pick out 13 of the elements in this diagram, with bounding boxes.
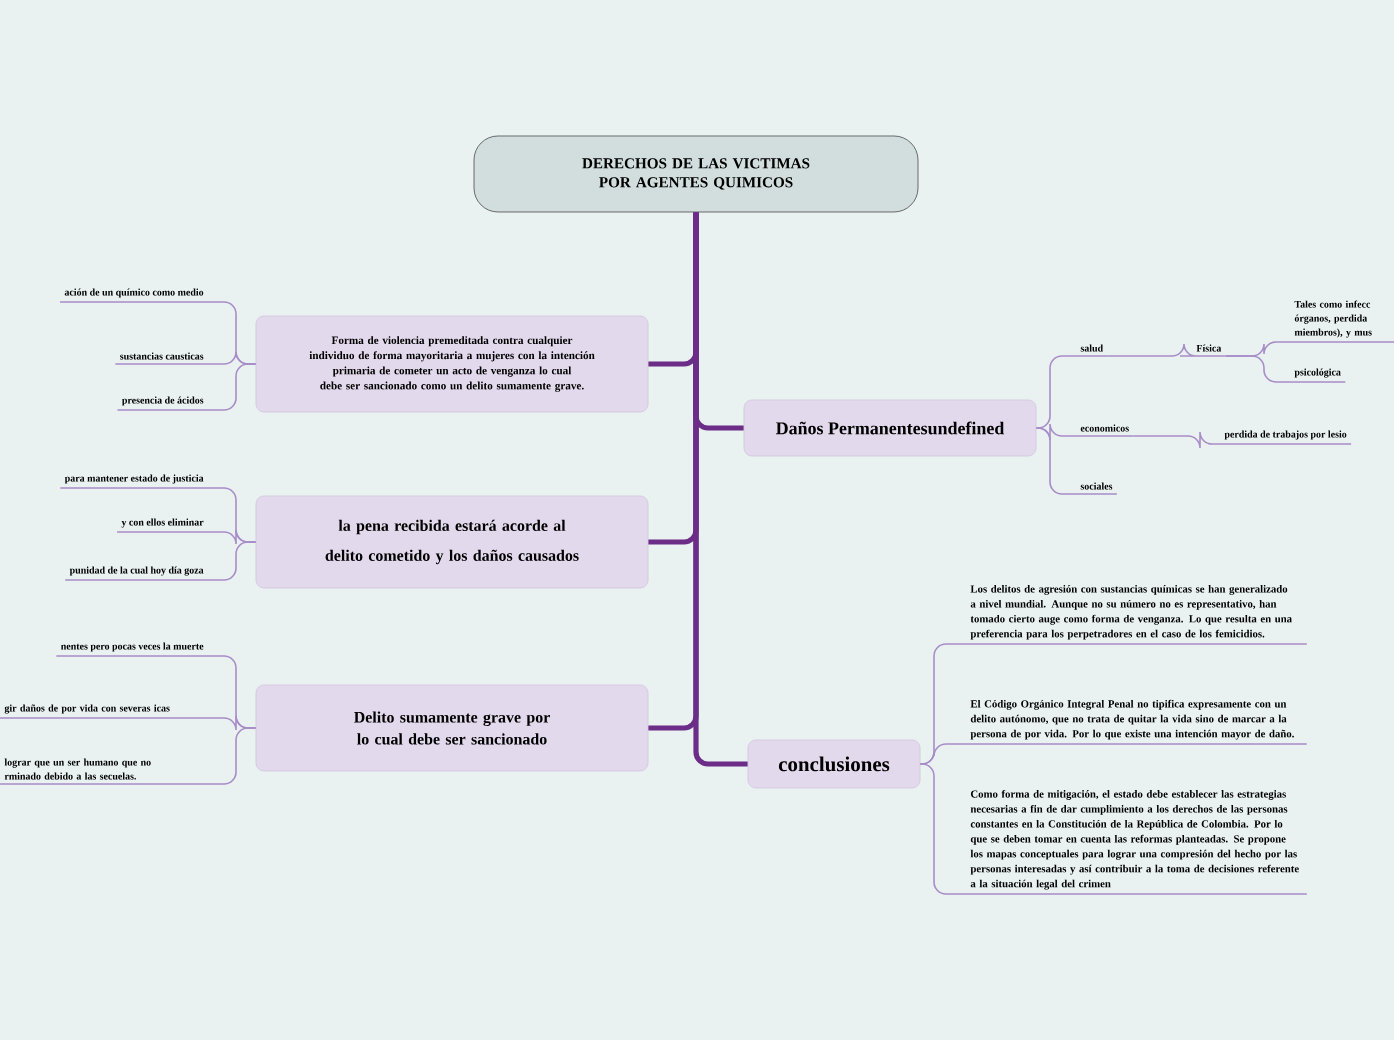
connector bbox=[1106, 343, 1227, 357]
connector bbox=[919, 763, 1308, 895]
connector bbox=[116, 363, 257, 411]
connector bbox=[1224, 355, 1347, 383]
connector bbox=[1035, 427, 1118, 495]
connector bbox=[64, 541, 257, 581]
connector bbox=[1035, 355, 1109, 429]
topic-box: Daños Permanentesundefined bbox=[743, 399, 1037, 457]
connector bbox=[1132, 431, 1352, 449]
connector bbox=[693, 212, 748, 767]
connector bbox=[0, 727, 257, 785]
topic-box: conclusiones bbox=[747, 739, 921, 789]
connector bbox=[919, 743, 1308, 765]
